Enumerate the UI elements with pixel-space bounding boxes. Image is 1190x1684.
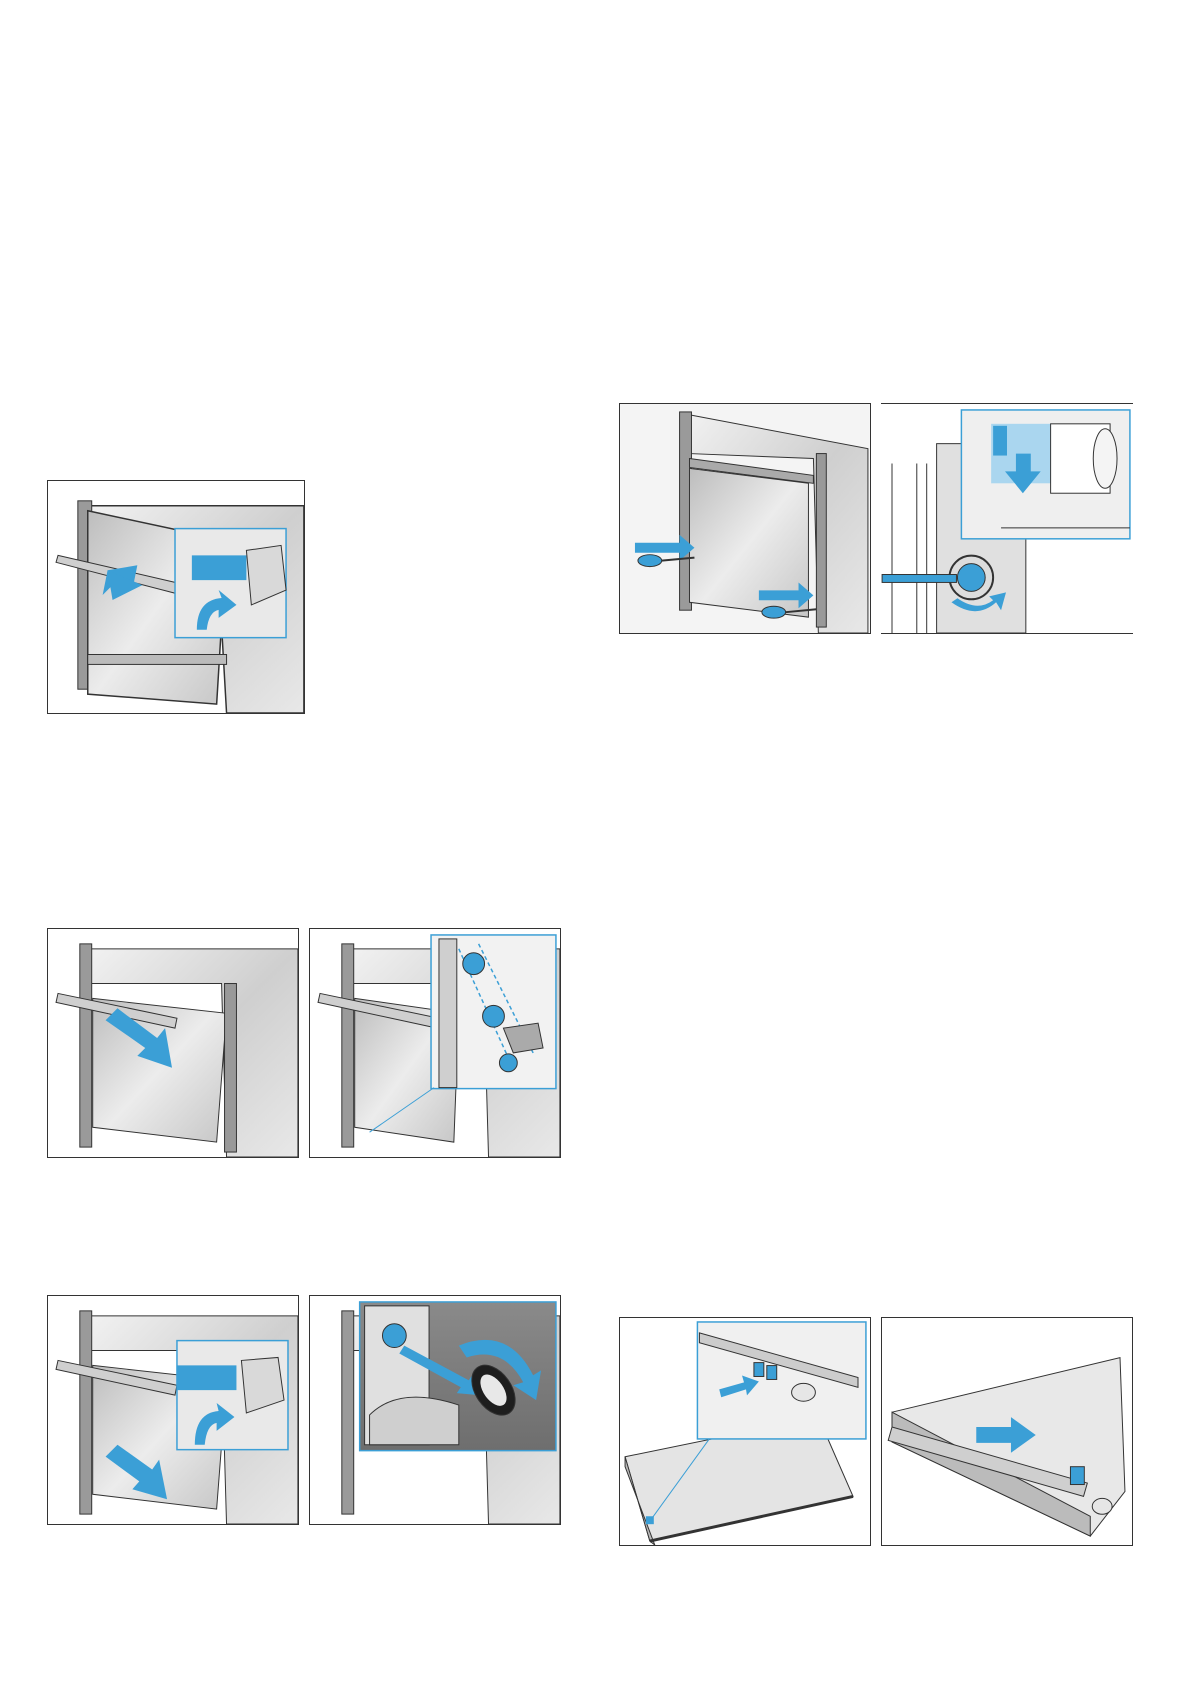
figure-hinge-pins bbox=[309, 928, 561, 1158]
hinge-lever-icon bbox=[192, 555, 247, 580]
figure-hinge-rotate bbox=[881, 403, 1133, 634]
oven-door-icon bbox=[48, 929, 298, 1157]
hinge-lever-icon bbox=[177, 1365, 236, 1390]
figure-screwdrivers bbox=[619, 403, 871, 634]
figure-door-panel-clip bbox=[619, 1317, 871, 1546]
figure-door-panel-slide bbox=[881, 1317, 1133, 1546]
figure-hinge-seal bbox=[309, 1295, 561, 1525]
hinge-detail-icon bbox=[991, 424, 1117, 493]
figure-hinge-lever-open bbox=[47, 480, 305, 714]
figure-hinge-lever-close bbox=[47, 1295, 299, 1525]
door-panel-icon bbox=[882, 1318, 1132, 1545]
oven-door-icon bbox=[48, 481, 304, 713]
figure-door-open bbox=[47, 928, 299, 1158]
